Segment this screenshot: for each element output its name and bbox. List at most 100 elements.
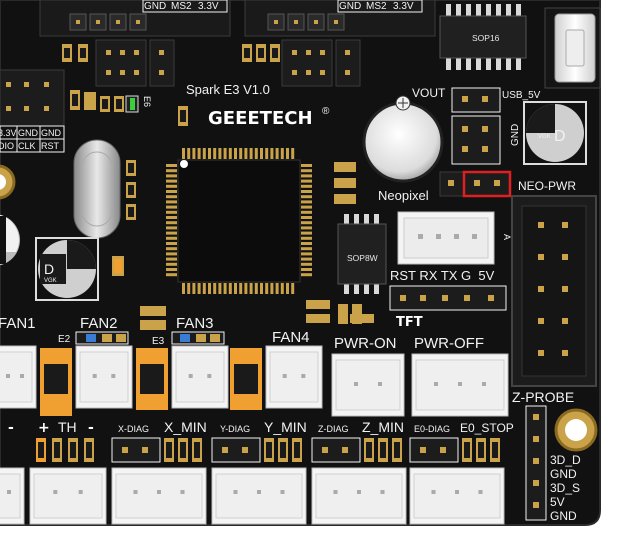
fan-smd-strips	[75, 306, 225, 345]
mcu-pin	[301, 273, 312, 277]
mcu-pin	[301, 174, 312, 178]
mcu-pin	[275, 148, 279, 159]
connector-inner	[269, 351, 319, 403]
box-header-pin	[538, 254, 544, 260]
diag-smd-body	[280, 442, 286, 458]
jumper-block-right	[281, 39, 361, 87]
mcu-pin	[301, 262, 312, 266]
diag-smd-body	[180, 442, 186, 458]
y-min-label: Y_MIN	[264, 419, 307, 435]
connector-inner	[115, 473, 203, 519]
diag-smd-body	[492, 442, 498, 458]
diag-smd-body	[380, 442, 386, 458]
zp-pin-gnd1: GND	[550, 467, 577, 481]
diag-jumper	[409, 437, 459, 463]
gnd-header	[451, 115, 501, 165]
mosfet-1	[40, 348, 72, 416]
mcu-pin	[166, 174, 177, 178]
mcu-pin	[244, 148, 248, 159]
mcu-pin	[301, 184, 312, 188]
connector-pin	[482, 382, 486, 386]
z-probe-header	[525, 405, 547, 521]
connector-pin	[333, 490, 338, 494]
neopixel-capacitor	[360, 95, 446, 185]
mcu-pin	[166, 210, 177, 214]
connector-inner	[33, 473, 103, 519]
header-right-label-3v3: 3.3V	[393, 1, 414, 12]
diag-pin	[342, 447, 348, 453]
left-pin-grid: 3.3V GND GND DIO CLK RST	[0, 69, 65, 153]
tft-white-connector	[397, 211, 495, 265]
mcu-pin	[166, 179, 177, 183]
z-diag-label: Z-DIAG	[318, 424, 349, 434]
diag-pin	[142, 447, 148, 453]
connector-pin	[157, 490, 161, 494]
fan1-label: FAN1	[0, 315, 36, 332]
diag-pin	[222, 447, 228, 453]
mcu-pin	[301, 169, 312, 173]
header-right-label-ms2: MS2	[366, 1, 387, 12]
mcu-pin	[301, 210, 312, 214]
diag-smd-body	[464, 442, 470, 458]
mcu-pin	[166, 169, 177, 173]
mcu-pin	[223, 148, 227, 159]
jumper-block-left	[95, 39, 175, 87]
pwr-on-label: PWR-ON	[334, 335, 397, 352]
mount-hole-left	[0, 164, 16, 200]
dash-left-label: -	[8, 420, 14, 436]
pwr-off-label: PWR-OFF	[414, 335, 484, 352]
mcu-pin	[166, 200, 177, 204]
box-header-pin	[538, 222, 544, 228]
mcu-pin	[166, 164, 177, 167]
connector-pin	[111, 374, 116, 378]
header-left-label-gnd: GND	[144, 1, 166, 12]
mcu-pin	[291, 148, 295, 159]
mcu-pin	[270, 283, 274, 294]
gnd-vertical-label: GND	[510, 124, 521, 146]
vout-label: VOUT	[412, 86, 446, 100]
grid-label-gnd1: GND	[18, 128, 39, 138]
mcu-pin	[166, 257, 177, 261]
board-title: Spark E3 V1.0	[186, 82, 270, 97]
mcu-pin	[166, 242, 177, 245]
diag-pin	[440, 447, 446, 453]
mcu-pin	[265, 148, 269, 159]
mcu-pin	[301, 231, 312, 235]
th-label: TH	[58, 419, 77, 435]
diag-pin	[122, 447, 128, 453]
connector-inner	[335, 359, 401, 411]
connector-pin	[357, 490, 361, 494]
th-plus-label: +	[38, 420, 50, 436]
mcu-pin	[213, 148, 217, 159]
sop8w-chip: SOP8W	[337, 214, 387, 294]
e6-label: E6	[142, 96, 152, 107]
mcu-pin	[301, 221, 312, 225]
tft-pin-labels: RST RX TX G 5V	[390, 268, 495, 283]
mcu-pin	[197, 148, 201, 159]
connector-pin	[354, 382, 358, 386]
connector-pin	[53, 490, 58, 494]
mcu-pin	[202, 148, 206, 159]
diag-smd-body	[166, 442, 172, 458]
fan3-label: FAN3	[176, 315, 214, 332]
zp-pin-gnd2: GND	[550, 509, 577, 523]
box-header-pin	[538, 286, 544, 292]
mcu-pin	[280, 148, 284, 159]
mcu-pin	[223, 283, 227, 294]
mcu-pin	[260, 148, 263, 159]
grid-label-clk: CLK	[18, 141, 36, 151]
mcu-pin	[213, 283, 217, 294]
bottom-connectors	[0, 467, 505, 525]
connector-pin	[7, 490, 11, 494]
diag-pin	[322, 447, 328, 453]
box-header-pin	[562, 318, 568, 324]
sop16-chip: SOP16	[439, 4, 527, 70]
grid-label-gnd2: GND	[41, 128, 62, 138]
grid-label-dio: DIO	[0, 141, 14, 151]
th-smd-body	[38, 442, 44, 458]
top-header-right: GND MS2 3.3V	[244, 0, 436, 37]
e3-label: E3	[152, 336, 165, 347]
mcu-pin	[166, 216, 177, 219]
mcu-pin	[270, 148, 274, 159]
connector-inner	[0, 351, 33, 403]
